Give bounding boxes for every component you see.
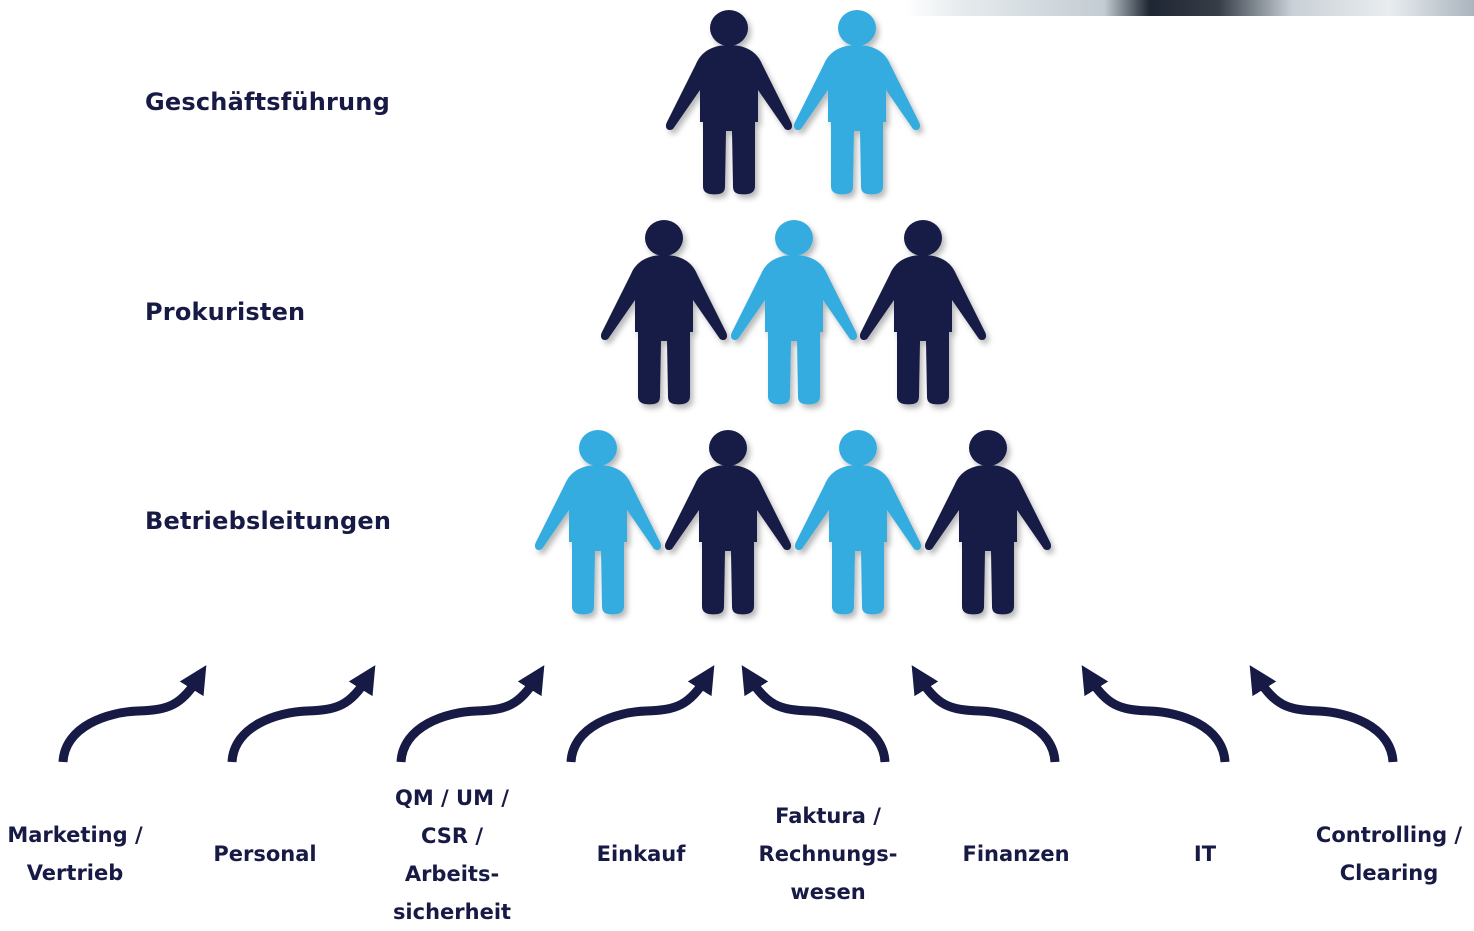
- curved-arrow-icon: [741, 665, 890, 763]
- background-photo-strip: [905, 0, 1474, 16]
- dept-label-it: IT: [1193, 842, 1217, 866]
- dept-label-qm-um-csr: QM / UM / CSR / Arbeits- sicherheit: [392, 786, 512, 924]
- curved-arrow-icon: [566, 665, 715, 763]
- person-icon: [924, 430, 1052, 615]
- person-icon: [859, 220, 987, 405]
- person-icon: [600, 220, 728, 405]
- curved-arrow-icon: [911, 665, 1060, 763]
- level-label-betriebsleitungen: Betriebsleitungen: [145, 507, 392, 535]
- curved-arrow-icon: [227, 665, 376, 763]
- level-label-prokuristen: Prokuristen: [145, 298, 306, 326]
- dept-label-controlling: Controlling / Clearing: [1315, 823, 1463, 885]
- person-icon: [794, 430, 922, 615]
- dept-label-faktura: Faktura / Rechnungs- wesen: [758, 804, 898, 904]
- dept-label-finanzen: Finanzen: [962, 842, 1070, 866]
- dept-label-personal: Personal: [213, 842, 317, 866]
- curved-arrow-icon: [1249, 665, 1398, 763]
- person-icon: [534, 430, 662, 615]
- person-icon: [730, 220, 858, 405]
- curved-arrow-icon: [396, 665, 545, 763]
- level-label-geschaeftsfuehrung: Geschäftsführung: [145, 88, 390, 116]
- person-icon: [793, 10, 921, 195]
- dept-label-einkauf: Einkauf: [596, 842, 686, 866]
- person-icon: [664, 430, 792, 615]
- person-icon: [665, 10, 793, 195]
- curved-arrow-icon: [58, 665, 207, 763]
- curved-arrow-icon: [1081, 665, 1230, 763]
- dept-label-marketing-vertrieb: Marketing / Vertrieb: [7, 823, 143, 885]
